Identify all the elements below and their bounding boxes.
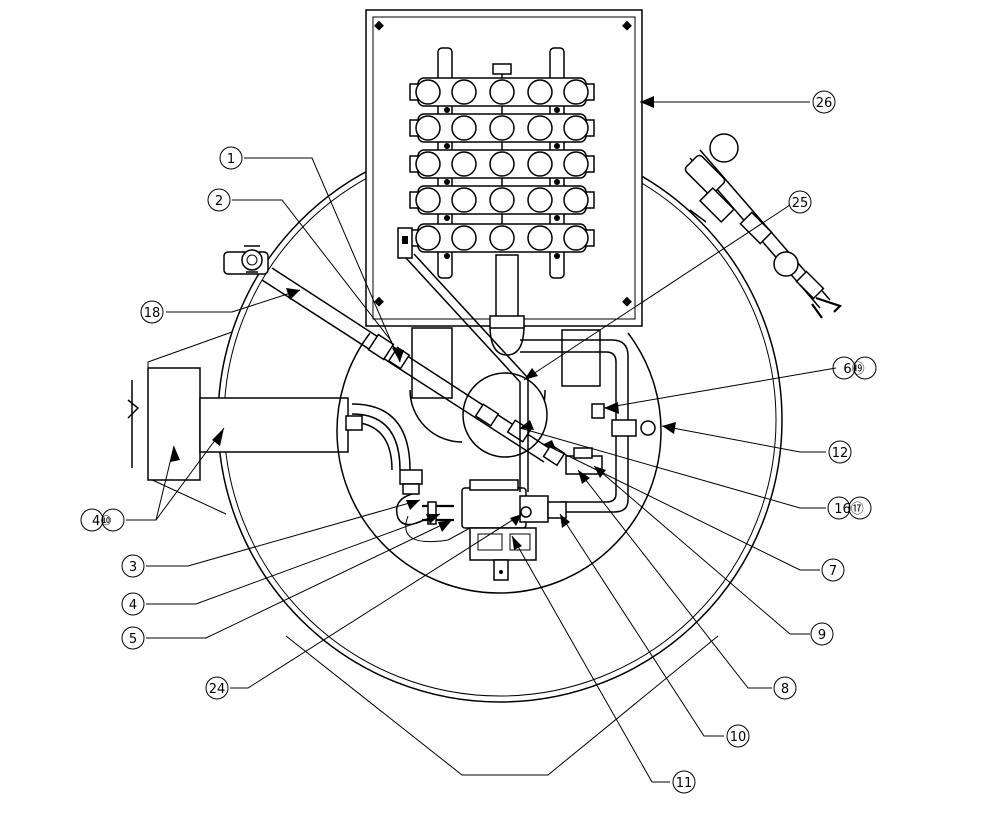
- callout-6-19: 6⑲: [832, 356, 877, 380]
- manifold-valve-rows: [409, 77, 595, 259]
- manifold-valve: [563, 187, 589, 213]
- svg-text:25: 25: [792, 196, 809, 211]
- svg-text:24: 24: [209, 682, 226, 697]
- manifold-row: [409, 223, 595, 259]
- left-panel: [127, 331, 349, 515]
- svg-text:11: 11: [676, 776, 693, 791]
- manifold-valve: [489, 225, 515, 251]
- callout-labels: 1 2 3 4 4⑩ 5 6⑲ 7: [80, 90, 877, 794]
- callout-11: 11: [672, 770, 696, 794]
- callout-26: 26: [812, 90, 836, 114]
- svg-text:26: 26: [816, 96, 833, 111]
- callout-3: 3: [121, 554, 145, 578]
- right-fittings: [542, 403, 656, 475]
- svg-text:2: 2: [215, 194, 223, 209]
- manifold-valve: [451, 115, 477, 141]
- callout-5: 5: [121, 626, 145, 650]
- manifold-valve: [451, 151, 477, 177]
- manifold-valve: [451, 187, 477, 213]
- vent-valve-assembly: [684, 133, 843, 319]
- manifold-valve: [489, 151, 515, 177]
- callout-2: 2: [207, 188, 231, 212]
- svg-text:4: 4: [129, 598, 137, 613]
- manifold-row: [409, 113, 595, 149]
- manifold-valve: [415, 115, 441, 141]
- svg-text:5: 5: [129, 632, 137, 647]
- svg-text:4⑩: 4⑩: [92, 514, 112, 529]
- manifold-row: [409, 77, 595, 113]
- left-hose: [345, 403, 471, 543]
- callout-16-17: 16⑰: [827, 496, 872, 520]
- callout-10: 10: [726, 724, 750, 748]
- svg-text:9: 9: [818, 628, 826, 643]
- manifold-valve: [527, 115, 553, 141]
- manifold-valve: [527, 151, 553, 177]
- manifold-valve: [563, 225, 589, 251]
- callout-24: 24: [205, 676, 229, 700]
- pump-block: [461, 479, 567, 581]
- callout-4: 4: [121, 592, 145, 616]
- callout-8: 8: [773, 676, 797, 700]
- manifold-row: [409, 149, 595, 185]
- svg-text:7: 7: [829, 564, 837, 579]
- manifold-valve: [489, 79, 515, 105]
- leader-lines: [126, 96, 837, 783]
- svg-text:10: 10: [730, 730, 747, 745]
- manifold-valve: [451, 225, 477, 251]
- manifold-valve: [527, 79, 553, 105]
- manifold-row: [409, 185, 595, 221]
- callout-1: 1: [219, 146, 243, 170]
- callout-12: 12: [828, 440, 852, 464]
- manifold-valve: [451, 79, 477, 105]
- manifold-valve: [527, 225, 553, 251]
- svg-text:16⑰: 16⑰: [834, 502, 864, 517]
- upper-left-valve: [223, 245, 269, 275]
- manifold-valve: [563, 115, 589, 141]
- svg-text:6⑲: 6⑲: [843, 362, 864, 377]
- manifold-valve: [415, 187, 441, 213]
- svg-text:18: 18: [144, 306, 161, 321]
- manifold-valve: [415, 225, 441, 251]
- manifold-valve: [415, 151, 441, 177]
- svg-text:12: 12: [832, 446, 849, 461]
- callout-7: 7: [821, 558, 845, 582]
- manifold-valve: [563, 79, 589, 105]
- manifold-valve: [563, 151, 589, 177]
- callout-18: 18: [140, 300, 164, 324]
- svg-text:3: 3: [129, 560, 137, 575]
- manifold-valve: [489, 187, 515, 213]
- manifold-valve: [489, 115, 515, 141]
- manifold-valve: [415, 79, 441, 105]
- svg-text:8: 8: [781, 682, 789, 697]
- callout-4-10: 4⑩: [80, 508, 125, 532]
- svg-text:1: 1: [227, 152, 235, 167]
- callout-9: 9: [810, 622, 834, 646]
- manifold-valve: [527, 187, 553, 213]
- callout-25: 25: [788, 190, 812, 214]
- inner-vault: [336, 332, 662, 594]
- skid-outline: [285, 635, 719, 776]
